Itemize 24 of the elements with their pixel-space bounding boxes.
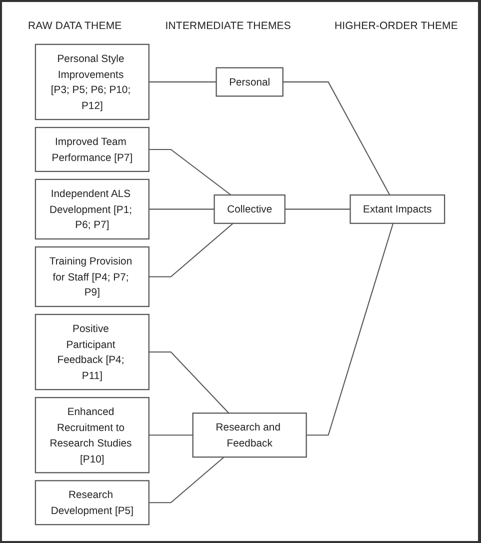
node-box: Personal [216,67,284,97]
node-box: Enhanced Recruitment to Research Studies [P10] [34,397,150,474]
connector [284,208,350,210]
node-box: Positive Participant Feedback [P4; P11] [34,314,150,390]
connector [148,148,232,196]
column-heading: HIGHER-ORDER THEME [334,20,458,32]
node-box: Improved Team Performance [P7] [34,126,150,172]
node-box: Training Provision for Staff [P4; P7; P9] [34,246,150,308]
column-heading: RAW DATA THEME [28,20,122,32]
node-box: Research and Feedback [192,412,307,458]
connector [306,223,394,436]
column-heading: INTERMEDIATE THEMES [165,20,292,32]
connector [148,434,193,436]
connector [148,456,224,504]
node-box: Research Development [P5] [34,480,150,526]
node-box: Extant Impacts [350,194,446,224]
node-box: Independent ALS Development [P1; P6; P7] [34,178,150,240]
node-box: Collective [214,194,286,224]
node-box: Personal Style Improvements [P3; P5; P6; P10; P12] [34,44,150,120]
connector [148,208,214,210]
connector [148,222,234,278]
connector [282,81,390,196]
connector [148,352,230,414]
connector [148,81,216,82]
